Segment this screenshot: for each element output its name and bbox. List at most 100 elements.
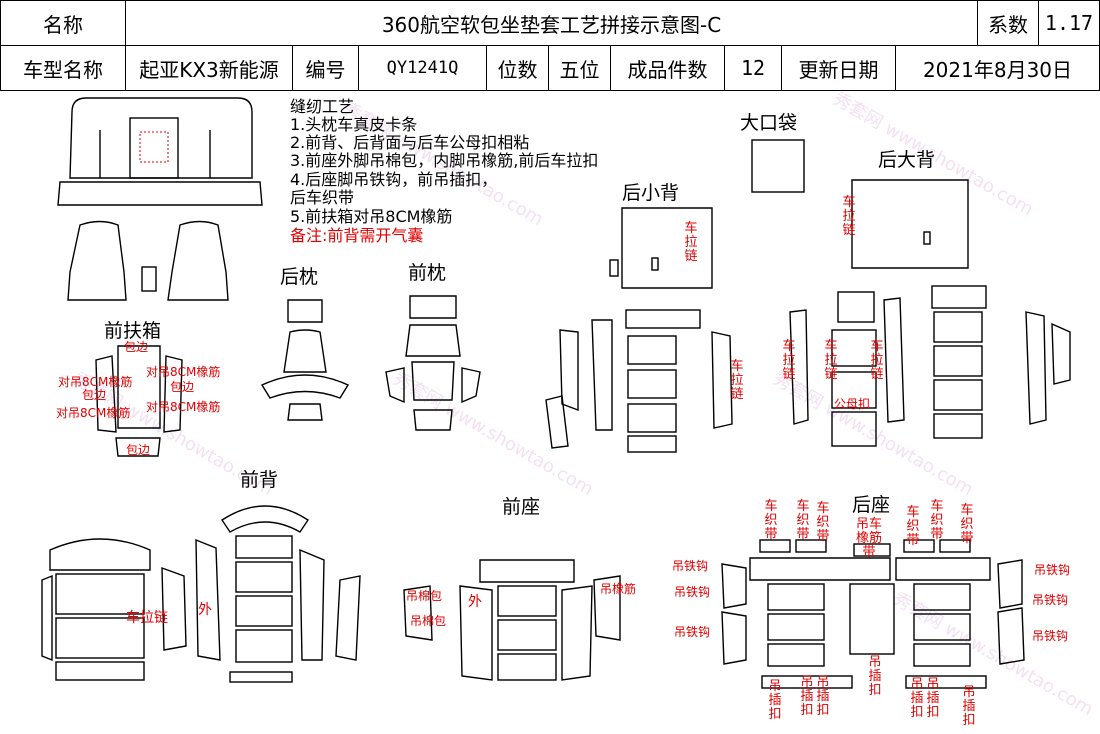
- ann-zipper: 车拉链: [824, 339, 838, 382]
- front-back-top: [221, 505, 309, 533]
- rbb-side: [1025, 311, 1047, 425]
- rear-headrest-top: [287, 299, 323, 323]
- front-headrest-panel: [411, 361, 455, 401]
- rbb-panel: [831, 371, 877, 409]
- rbb-panel: [831, 411, 877, 447]
- ann-zipper: 车拉链: [684, 221, 698, 264]
- front-headrest-side: [385, 367, 405, 404]
- ann-webbing: 车织带: [960, 503, 974, 546]
- page-title: 360航空软包坐垫套工艺拼接示意图-C: [381, 12, 722, 37]
- ann-plug-buckle: 吊插扣: [868, 655, 882, 698]
- front-back-wide-panel: [55, 573, 145, 615]
- rbb-top: [837, 291, 875, 323]
- name-label: 名称: [43, 12, 83, 37]
- date-label: 更新日期: [798, 57, 879, 82]
- pieces-value: 12: [740, 56, 766, 80]
- front-back-panel: [235, 595, 293, 627]
- rear-seat-panel: [767, 583, 825, 611]
- ann-webbing: 车织带: [816, 501, 830, 544]
- front-back-side: [195, 538, 221, 661]
- rear-seat-panel: [913, 643, 971, 667]
- ann-elastic-8cm: 对吊8CM橡筋: [146, 365, 221, 379]
- notes-heading: 缝纫工艺: [290, 97, 355, 116]
- rbb-panel: [933, 379, 983, 411]
- front-seat-side: [561, 585, 593, 681]
- date-value: 2021年8月30日: [922, 57, 1073, 82]
- front-back-side: [161, 566, 187, 651]
- ann-plug-buckle: 吊插扣: [926, 677, 940, 720]
- ann-iron-hook: 吊铁钩: [1034, 563, 1071, 577]
- ann-webbing: 车织带: [930, 499, 944, 542]
- rbb-side: [1051, 322, 1071, 385]
- front-back-wide: [49, 538, 151, 571]
- rear-seat-bottom: [905, 675, 987, 689]
- front-seat-side: [403, 585, 433, 641]
- ann-outer: 外: [468, 594, 482, 610]
- ann-plug-buckle: 吊插扣: [962, 685, 976, 728]
- rsb-side: [559, 329, 579, 412]
- rear-seat-side: [721, 611, 747, 665]
- ann-zipper: 车拉链: [782, 339, 796, 382]
- rear-seat-side: [721, 563, 747, 609]
- label-front-back: 前背: [240, 469, 279, 491]
- label-front-armrest: 前扶箱: [104, 320, 162, 342]
- ann-plug-buckle: 吊插扣: [768, 679, 782, 722]
- notes-line: 1.头枕车真皮卡条: [290, 115, 418, 134]
- ann-iron-hook: 吊铁钩: [1032, 593, 1069, 607]
- ann-zipper: 车拉链: [730, 359, 744, 402]
- armrest-bottom: [115, 437, 161, 457]
- front-headrest-side: [461, 367, 481, 404]
- rear-seat-top: [895, 557, 991, 581]
- pieces-label-cell: 成品件数: [610, 45, 725, 91]
- rear-small-back-slot: [651, 257, 659, 271]
- ann-elastic-8cm: 对吊8CM橡筋: [56, 406, 131, 420]
- thumb-rear-center-red: [139, 131, 169, 163]
- coef-label: 系数: [988, 12, 1028, 37]
- ann-iron-hook: 吊铁钩: [1032, 629, 1069, 643]
- rear-seat-tab: [853, 543, 891, 557]
- notes-remark: 备注:前背需开气囊: [290, 226, 424, 245]
- armrest-piece: [163, 355, 183, 433]
- thumb-center-box: [141, 266, 157, 292]
- notes-line: 3.前座外脚吊棉包，内脚吊橡筋,前后车拉扣: [290, 151, 599, 170]
- ann-snap: 公母扣: [834, 397, 871, 411]
- model-label: 车型名称: [23, 57, 103, 82]
- notes-line: 2.前背、后背面与后车公母扣相粘: [290, 133, 530, 152]
- ann-binding: 包边: [82, 388, 107, 402]
- seats-value: 五位: [559, 57, 600, 82]
- rear-small-back-tab: [609, 259, 619, 277]
- rear-small-back-panel: [621, 207, 713, 289]
- front-seat-panel: [497, 653, 557, 681]
- rear-seat-tab: [939, 539, 971, 553]
- rear-seat-top: [749, 557, 891, 581]
- code-value-cell: QY1241Q: [358, 45, 487, 91]
- front-seat-panel: [497, 619, 557, 651]
- rsb-side: [591, 319, 613, 431]
- rbb-panel: [831, 329, 877, 367]
- ann-binding: 包边: [126, 443, 151, 457]
- rbb-panel: [933, 345, 983, 377]
- thumb-front-seat-right: [167, 220, 229, 301]
- model-value: 起亚KX3新能源: [139, 57, 279, 82]
- front-seat-top: [479, 559, 575, 583]
- thumb-rear-bench: [69, 97, 253, 179]
- code-label: 编号: [305, 57, 346, 82]
- name-label-cell: 名称: [0, 0, 126, 46]
- armrest-piece: [95, 355, 117, 433]
- front-back-side: [41, 574, 53, 662]
- front-seat-panel: [497, 585, 557, 617]
- model-label-cell: 车型名称: [0, 45, 126, 91]
- front-back-side: [299, 548, 325, 661]
- ann-iron-hook: 吊铁钩: [672, 559, 709, 573]
- ann-elastic: 吊橡筋: [600, 582, 637, 596]
- rear-seat-panel: [767, 613, 825, 641]
- rear-headrest-bottom: [287, 403, 323, 421]
- ann-cotton-pack: 吊棉包: [410, 614, 447, 628]
- front-back-wide-panel: [55, 661, 145, 681]
- code-label-cell: 编号: [292, 45, 359, 91]
- rear-seat-tab: [795, 539, 827, 553]
- rear-big-back-slot: [923, 231, 931, 245]
- pieces-label: 成品件数: [627, 57, 708, 82]
